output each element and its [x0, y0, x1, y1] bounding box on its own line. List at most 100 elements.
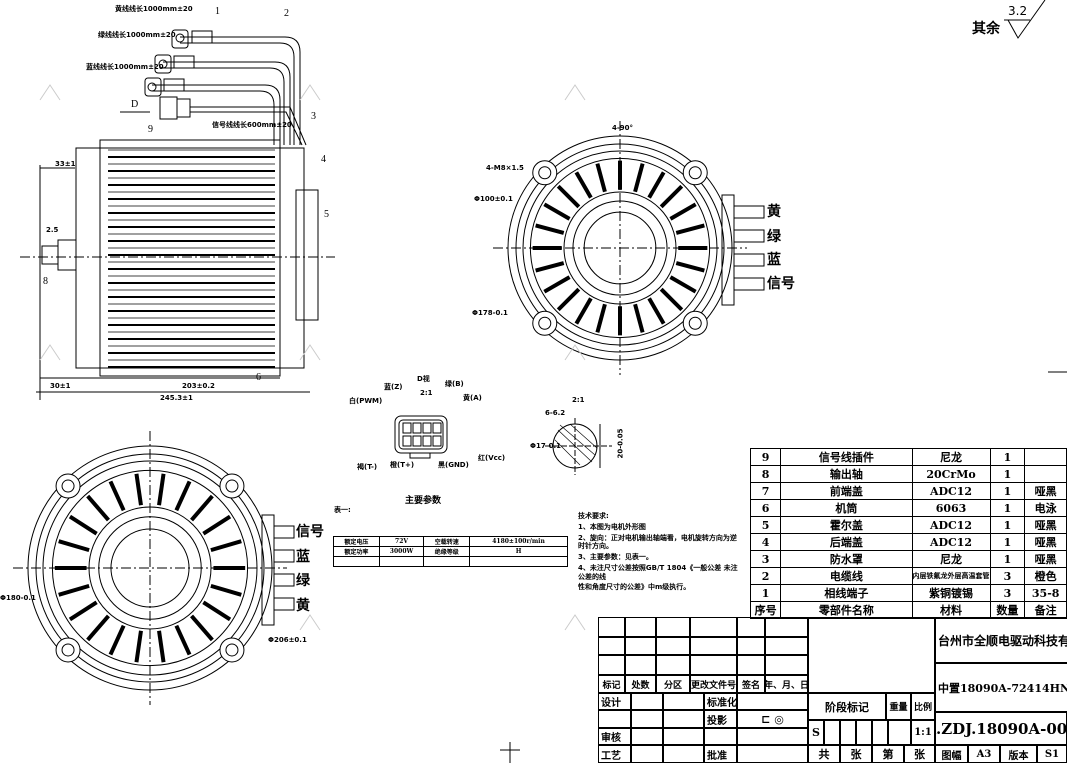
front-wire-yellow: 黄 — [296, 598, 310, 614]
dim-thread: 4-M8×1.5 — [486, 164, 524, 172]
parts-cell: 1 — [989, 499, 1026, 517]
parts-cell: 1 — [989, 550, 1026, 568]
balloon-2: 2 — [284, 8, 289, 19]
connector-title: D视 — [417, 375, 430, 383]
total-label: 共 — [808, 745, 840, 763]
balloon-4: 4 — [321, 154, 326, 165]
shaft-scale: 2:1 — [572, 396, 585, 404]
tech-requirement-item: 1、本图为电机外形图 — [578, 522, 646, 531]
params-cell — [333, 556, 380, 567]
rev-header: 标记 — [598, 675, 625, 693]
pin-t-plus: 橙(T+) — [390, 461, 415, 469]
parts-cell: 相线端子 — [780, 584, 913, 602]
parts-cell: 零部件名称 — [780, 601, 913, 619]
params-cell — [423, 556, 471, 567]
parts-cell: 1 — [989, 448, 1026, 466]
params-row — [333, 556, 568, 567]
dim-4-90: 4-90° — [612, 124, 634, 132]
title-block-cell — [824, 720, 840, 745]
parts-cell: 35-8 — [1024, 584, 1067, 602]
dim-30: 30±1 — [50, 382, 71, 390]
rev-cell — [656, 617, 690, 637]
params-cell: H — [469, 546, 568, 557]
format-label: 图幅 — [935, 745, 968, 763]
rev-cell — [690, 655, 737, 675]
rev-cell — [598, 655, 625, 675]
rear-wire-green: 绿 — [767, 229, 781, 245]
dim-phi206: Φ206±0.1 — [268, 636, 307, 644]
title-block-cell — [663, 728, 704, 745]
parts-cell: 机筒 — [780, 499, 913, 517]
params-cell: 额定功率 — [333, 546, 380, 557]
title-block-cell: 审核 — [598, 728, 631, 745]
rev-cell — [737, 637, 765, 655]
front-wire-signal: 信号 — [296, 524, 324, 540]
rev-header: 年、月、日 — [765, 675, 808, 693]
stage-mark-label: 阶段标记 — [808, 693, 886, 720]
dim-phi178: Φ178-0.1 — [472, 309, 508, 317]
roughness-label: 其余 — [972, 21, 1000, 37]
dim-phi180: Φ180-0.1 — [0, 594, 36, 602]
signal-connector-view — [394, 415, 448, 459]
parts-cell: 备注 — [1024, 601, 1067, 619]
rear-wire-blue: 蓝 — [767, 252, 781, 268]
balloon-9: 9 — [148, 124, 153, 135]
rev-cell — [625, 655, 656, 675]
title-block-cell — [631, 745, 663, 763]
parts-cell: ADC12 — [911, 516, 991, 534]
parts-cell: 6 — [749, 499, 782, 517]
parts-cell: 信号线插件 — [780, 448, 913, 466]
title-block-cell — [704, 728, 737, 745]
stage-value: S — [808, 720, 824, 745]
title-block-cell — [856, 720, 872, 745]
roughness-symbol — [1004, 0, 1046, 39]
connector-scale: 2:1 — [420, 389, 433, 397]
projection-symbol: ⊏ ◎ — [737, 710, 808, 728]
pin-t-minus: 褐(T-) — [357, 463, 378, 471]
parts-cell: 6063 — [911, 499, 991, 517]
params-cell: 额定电压 — [333, 536, 380, 547]
title-block-cell: 投影 — [704, 710, 737, 728]
title-block-cell — [840, 720, 856, 745]
scale-label: 比例 — [911, 693, 935, 720]
parts-cell: 数量 — [989, 601, 1026, 619]
parts-cell: 橙色 — [1024, 567, 1067, 585]
format-value: A3 — [968, 745, 1000, 763]
parts-cell: 7 — [749, 482, 782, 500]
shaft-dim-dia: Φ17-0.1 — [530, 442, 561, 450]
title-block-cell — [663, 693, 704, 710]
tech-requirement-item: 3、主要参数：见表一。 — [578, 553, 653, 561]
rev-cell — [737, 655, 765, 675]
parts-cell — [1024, 465, 1067, 483]
parts-cell: 9 — [749, 448, 782, 466]
parts-cell: 3 — [989, 567, 1026, 585]
rev-cell — [690, 637, 737, 655]
front-wire-blue: 蓝 — [296, 549, 310, 565]
rev-header: 更改文件号 — [690, 675, 737, 693]
title-block-cell — [737, 693, 808, 710]
title-block-cell — [737, 745, 808, 763]
parts-cell: ADC12 — [911, 482, 991, 500]
tech-requirement-item: 4、未注尺寸公差按照GB/T 1804《一般公差 未注公差的线 — [578, 563, 738, 581]
title-block-cell — [631, 728, 663, 745]
rear-wire-yellow: 黄 — [767, 204, 781, 220]
balloon-6: 6 — [256, 372, 261, 383]
rev-cell — [625, 617, 656, 637]
cable-leads — [120, 29, 307, 146]
rev-header: 分区 — [656, 675, 690, 693]
balloon-3: 3 — [311, 111, 316, 122]
parts-cell: 哑黑 — [1024, 516, 1067, 534]
parts-cell — [1024, 448, 1067, 466]
sheets-label: 张 — [840, 745, 872, 763]
parts-cell: 5 — [749, 516, 782, 534]
